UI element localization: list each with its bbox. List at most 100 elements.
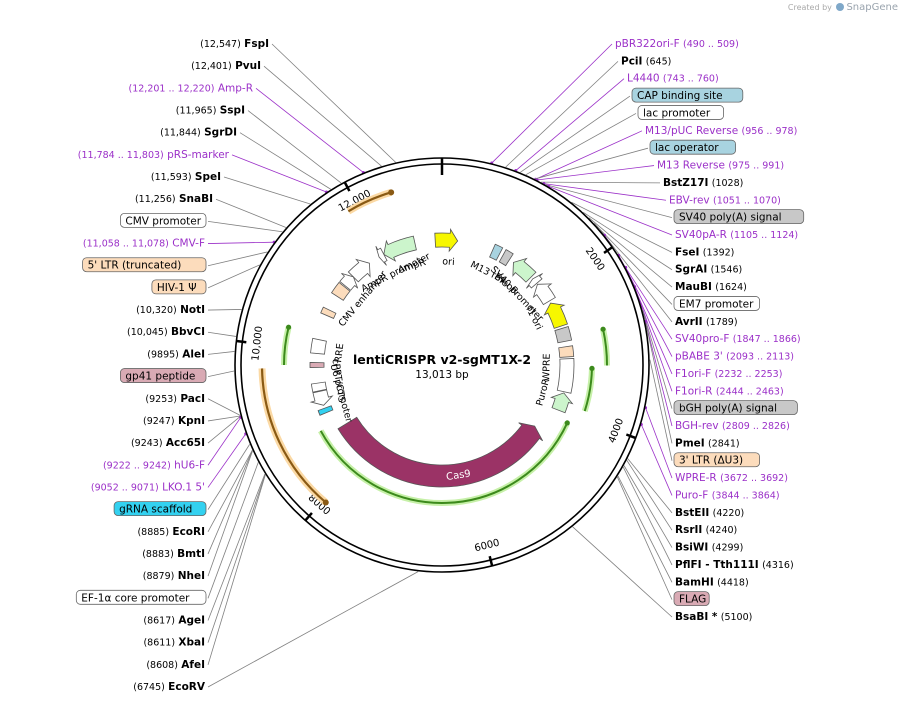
primer-label-prs-marker[interactable]: (11,784 .. 11,803) pRS-marker [78,149,230,161]
feature-label-cmv-promoter[interactable]: CMV promoter [120,212,207,228]
enzyme-label-bsteii[interactable]: BstEII (4220) [675,507,744,519]
feature-label-hiv-1[interactable]: HIV-1 Ψ [151,279,207,295]
feature-label-text: CMV promoter [125,215,201,227]
enzyme-label-ecorv[interactable]: (6745) EcoRV [133,681,206,693]
feature-label-3-ltr-u3[interactable]: 3' LTR (ΔU3) [673,452,760,468]
enzyme-label-sspi[interactable]: (11,965) SspI [176,105,245,117]
enzyme-label-kpni[interactable]: (9247) KpnI [143,415,205,427]
site-coordinate: (10,045) [127,327,168,338]
primer-label-bgh-rev[interactable]: BGH-rev (2809 .. 2826) [675,420,790,432]
enzyme-label-alei[interactable]: (9895) AleI [147,348,205,360]
enzyme-label-noti[interactable]: (10,320) NotI [136,304,205,316]
primer-label-hu6-f[interactable]: (9222 .. 9242) hU6-F [103,459,205,471]
enzyme-label-bbvci[interactable]: (10,045) BbvCI [127,326,205,338]
enzyme-label-bsiwi[interactable]: BsiWI (4299) [675,542,743,554]
site-label-text: PflFI - Tth111I (4316) [675,559,794,571]
credit-prefix: Created by [787,3,832,12]
enzyme-label-maubi[interactable]: MauBI (1624) [675,281,747,293]
primer-label-cmv-f[interactable]: (11,058 .. 11,078) CMV-F [83,238,205,250]
feature-label-sv40-poly-a-signal[interactable]: SV40 poly(A) signal [673,209,805,225]
primer-label-sv40pro-f[interactable]: SV40pro-F (1847 .. 1866) [675,333,801,345]
primer-label-pbr322ori-f[interactable]: pBR322ori-F (490 .. 509) [615,38,739,50]
primer-label-m13-reverse[interactable]: M13 Reverse (975 .. 991) [657,160,784,172]
primer-label-f1ori-r[interactable]: F1ori-R (2444 .. 2463) [675,385,784,397]
feature-label-ef-1-core-promoter[interactable]: EF-1α core promoter [75,589,207,605]
enzyme-label-xbai[interactable]: (8611) XbaI [143,637,205,649]
site-label-text: BsiWI (4299) [675,542,743,554]
feature-label-lac-operator[interactable]: lac operator [649,139,736,155]
enzyme-label-afei[interactable]: (8608) AfeI [146,659,205,671]
site-coordinate: (11,784 .. 11,803) [78,150,164,161]
feature-label-bgh-poly-a-signal[interactable]: bGH poly(A) signal [673,400,798,416]
feature-label-text: EF-1α core promoter [81,592,190,604]
credit-brand: SnapGene [846,2,898,13]
leader-kpni [207,415,241,422]
enzyme-label-avrii[interactable]: AvrII (1789) [675,316,738,328]
site-coordinate: (12,547) [200,39,241,50]
feature-label-em7-promoter[interactable]: EM7 promoter [673,296,760,311]
enzyme-label-bsabi[interactable]: BsaBI * (5100) [675,611,752,623]
feature-label-box [649,139,736,155]
primer-label-puro-f[interactable]: Puro-F (3844 .. 3864) [675,489,780,501]
enzyme-label-sgrdi[interactable]: (11,844) SgrDI [160,127,237,139]
site-coordinate: (490 .. 509) [683,39,739,50]
site-name: PacI [180,393,205,405]
enzyme-label-pmei[interactable]: PmeI (2841) [675,437,740,449]
site-label-text: (8608) AfeI [146,659,205,671]
primer-label-lko-1-5[interactable]: (9052 .. 9071) LKO.1 5' [91,481,205,493]
enzyme-label-bstz17i[interactable]: BstZ17I (1028) [663,177,743,189]
site-coordinate: (975 .. 991) [728,161,784,172]
feature-label-box [82,257,207,273]
leader-avrii [599,229,673,323]
leader-agei [207,473,266,621]
site-coordinate: (11,058 .. 11,078) [83,239,169,250]
enzyme-label-bmti[interactable]: (8883) BmtI [142,548,205,560]
inner-label-puror: PuroR [534,377,552,407]
feature-label-grna-scaffold[interactable]: gRNA scaffold [113,501,207,517]
enzyme-label-spei[interactable]: (11,593) SpeI [151,171,221,183]
feature-label-text: 5' LTR (truncated) [88,260,182,272]
site-coordinate: (9247) [143,416,175,427]
enzyme-label-fspi[interactable]: (12,547) FspI [200,38,269,50]
primer-label-amp-r[interactable]: (12,201 .. 12,220) Amp-R [129,82,254,94]
enzyme-label-acc65i[interactable]: (9243) Acc65I [131,437,205,449]
site-label-text: RsrII (4240) [675,524,737,536]
leader-lines [207,43,673,688]
leader-lko-1-5 [207,433,247,488]
primer-label-wpre-r[interactable]: WPRE-R (3672 .. 3692) [675,472,788,484]
feature-label-flag[interactable]: FLAG [673,591,710,607]
primer-label-pbabe-3[interactable]: pBABE 3' (2093 .. 2113) [675,351,794,363]
enzyme-label-pflfi-tth111i[interactable]: PflFI - Tth111I (4316) [675,559,794,571]
site-name: SpeI [195,171,221,183]
primer-label-ebv-rev[interactable]: EBV-rev (1051 .. 1070) [669,194,781,206]
site-coordinate: (2093 .. 2113) [726,352,794,363]
enzyme-label-paci[interactable]: (9253) PacI [145,393,205,405]
enzyme-label-ecori[interactable]: (8885) EcoRI [137,526,205,538]
enzyme-label-snabi[interactable]: (11,256) SnaBI [135,193,213,205]
tick-12-000 [343,181,351,192]
enzyme-label-rsrii[interactable]: RsrII (4240) [675,524,737,536]
feature-label-cap-binding-site[interactable]: CAP binding site [631,87,744,103]
enzyme-label-pvui[interactable]: (12,401) PvuI [191,60,261,72]
site-label-text: BamHI (4418) [675,576,749,588]
site-name: F1ori-R [675,385,712,397]
enzyme-label-nhei[interactable]: (8879) NheI [143,570,205,582]
enzyme-label-pcii[interactable]: PciI (645) [621,55,671,67]
site-name: SgrAI [675,264,707,276]
feature-label-box [673,452,760,468]
primer-label-sv40pa-r[interactable]: SV40pA-R (1105 .. 1124) [675,229,798,241]
enzyme-label-agei[interactable]: (8617) AgeI [143,614,205,626]
feature-label-5-ltr-truncated[interactable]: 5' LTR (truncated) [82,257,207,273]
enzyme-label-fsei[interactable]: FseI (1392) [675,246,734,258]
feature-ampr-promoter [375,245,388,266]
primer-label-m13-puc-reverse[interactable]: M13/pUC Reverse (956 .. 978) [645,125,797,137]
primer-label-f1ori-f[interactable]: F1ori-F (2232 .. 2253) [675,368,782,380]
feature-label-gp41-peptide[interactable]: gp41 peptide [120,368,207,383]
enzyme-label-sgrai[interactable]: SgrAI (1546) [675,264,742,276]
enzyme-label-bamhi[interactable]: BamHI (4418) [675,576,749,588]
feature-label-text: SV40 poly(A) signal [679,212,782,224]
primer-label-l4440[interactable]: L4440 (743 .. 760) [627,73,719,85]
feature-label-lac-promoter[interactable]: lac promoter [637,105,724,120]
site-label-text: (9253) PacI [145,393,205,405]
feature-label-text: lac operator [655,142,719,154]
